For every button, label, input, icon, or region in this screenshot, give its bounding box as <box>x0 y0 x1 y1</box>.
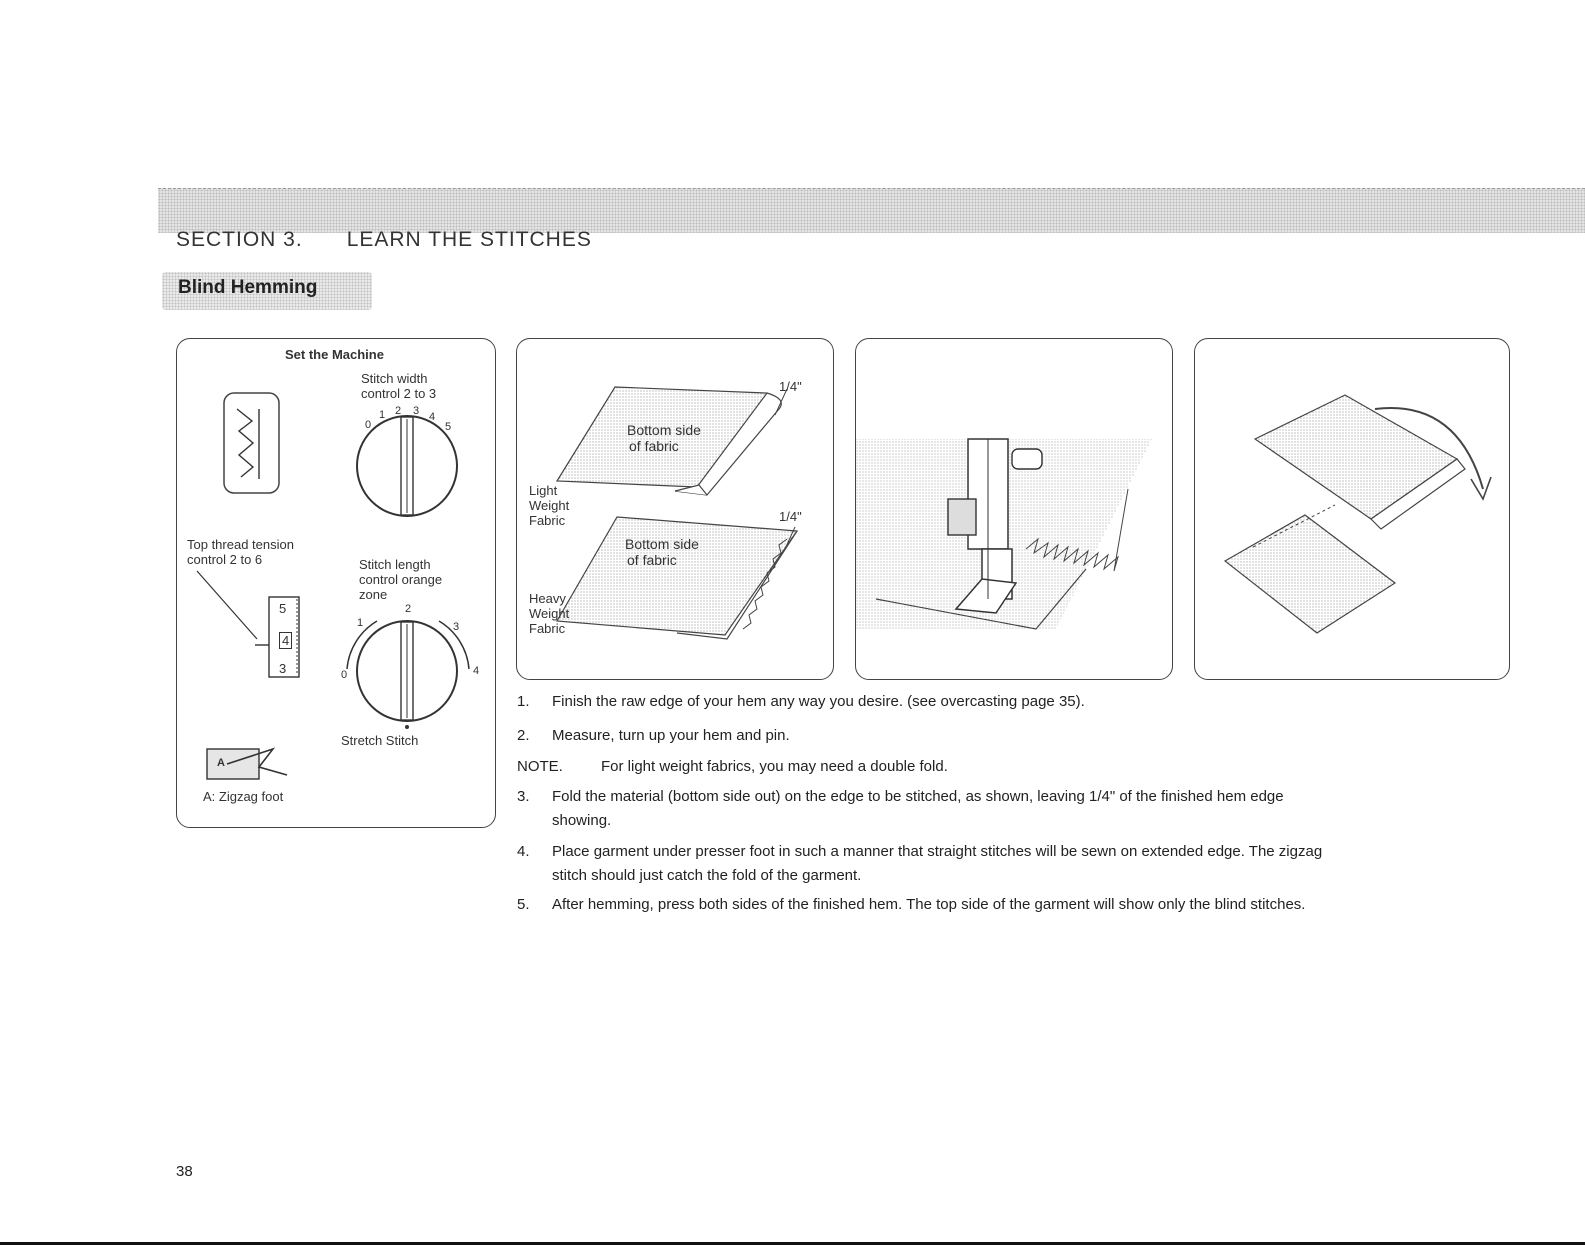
length-tick-4: 4 <box>473 665 480 677</box>
subtitle-band <box>162 272 372 310</box>
heavy-weight-label-3: Fabric <box>529 621 566 636</box>
stitch-width-label: Stitch width <box>361 371 428 386</box>
finished-hem-panel <box>1194 338 1510 680</box>
quarter-inch-top: 1/4" <box>779 379 802 394</box>
step-4: 4. Place garment under presser foot in s… <box>517 841 1527 885</box>
step-text: Place garment under presser foot in such… <box>552 843 1323 860</box>
step-3: 3. Fold the material (bottom side out) o… <box>517 786 1527 830</box>
stitch-length-zone: zone <box>359 587 388 602</box>
light-weight-label-1: Light <box>529 483 558 498</box>
panel-title: Set the Machine <box>285 347 384 362</box>
step-text: Measure, turn up your hem and pin. <box>552 727 790 744</box>
foot-letter: A <box>217 757 225 769</box>
tension-range: control 2 to 6 <box>187 552 263 567</box>
machine-settings-panel: Set the Machine Stitch width control 2 t… <box>176 338 496 828</box>
section-number: SECTION 3. <box>176 228 303 251</box>
note: NOTE. For light weight fabrics, you may … <box>517 756 1517 778</box>
note-label: NOTE. <box>517 758 563 775</box>
heavy-weight-label-2: Weight <box>529 606 570 621</box>
step-number: 1. <box>517 693 530 710</box>
width-tick-2: 2 <box>395 405 402 417</box>
heavy-weight-label-1: Heavy <box>529 591 566 606</box>
fabric-fold-panel: Bottom side of fabric 1/4" Light Weight … <box>516 338 834 680</box>
page-subtitle: Blind Hemming <box>178 277 318 298</box>
step-number: 5. <box>517 896 530 913</box>
zigzag-foot-label: A: Zigzag foot <box>203 789 284 804</box>
presser-foot-panel <box>855 338 1173 680</box>
stitch-length-range: control orange <box>359 572 443 587</box>
step-number: 2. <box>517 727 530 744</box>
note-text: For light weight fabrics, you may need a… <box>601 758 948 775</box>
machine-settings-illustration <box>196 392 470 780</box>
step-text-continued: stitch should just catch the fold of the… <box>552 867 862 884</box>
tension-value-3: 3 <box>279 661 287 676</box>
width-tick-4: 4 <box>429 411 436 423</box>
finished-hem-illustration <box>1223 394 1492 634</box>
step-text: Finish the raw edge of your hem any way … <box>552 693 1085 710</box>
step-2: 2. Measure, turn up your hem and pin. <box>517 725 1517 747</box>
length-tick-2: 2 <box>405 603 412 615</box>
width-tick-1: 1 <box>379 409 386 421</box>
tension-label: Top thread tension <box>187 537 294 552</box>
step-text: After hemming, press both sides of the f… <box>552 896 1306 913</box>
section-name: LEARN THE STITCHES <box>346 228 592 251</box>
step-1: 1. Finish the raw edge of your hem any w… <box>517 691 1517 713</box>
length-tick-1: 1 <box>357 617 364 629</box>
page-number: 38 <box>176 1163 193 1180</box>
quarter-inch-bottom: 1/4" <box>779 509 802 524</box>
bottom-side-label-bottom: Bottom side <box>625 536 699 552</box>
presser-foot-illustration <box>856 438 1152 630</box>
width-tick-3: 3 <box>413 405 420 417</box>
section-title: SECTION 3. LEARN THE STITCHES <box>176 228 592 252</box>
stitch-length-label: Stitch length <box>359 557 431 572</box>
tension-value-4: 4 <box>279 632 293 649</box>
length-tick-0: 0 <box>341 669 348 681</box>
light-weight-label-2: Weight <box>529 498 570 513</box>
bottom-rule <box>0 1242 1585 1245</box>
length-tick-3: 3 <box>453 621 460 633</box>
section-header-band <box>158 188 1585 233</box>
light-weight-label-3: Fabric <box>529 513 566 528</box>
fabric-fold-illustration <box>555 386 799 640</box>
stretch-stitch-label: Stretch Stitch <box>341 733 419 748</box>
step-text: Fold the material (bottom side out) on t… <box>552 788 1284 805</box>
stitch-width-range: control 2 to 3 <box>361 386 437 401</box>
step-5: 5. After hemming, press both sides of th… <box>517 894 1527 916</box>
step-number: 4. <box>517 843 530 860</box>
step-number: 3. <box>517 788 530 805</box>
fabric-label-bottom: of fabric <box>627 552 677 568</box>
width-tick-5: 5 <box>445 421 452 433</box>
tension-value-5: 5 <box>279 601 287 616</box>
width-tick-0: 0 <box>365 419 372 431</box>
step-text-continued: showing. <box>552 812 612 829</box>
bottom-side-label-top: Bottom side <box>627 422 701 438</box>
fabric-label-top: of fabric <box>629 438 679 454</box>
